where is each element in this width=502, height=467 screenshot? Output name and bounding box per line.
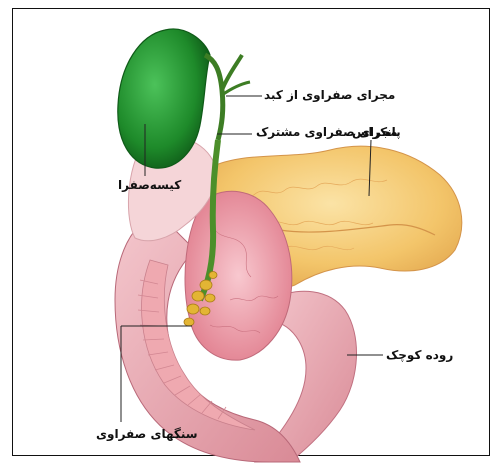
- label-small-intestine: روده کوچک: [386, 348, 453, 362]
- label-hepatic-duct: مجرای صفراوی از کبد: [264, 88, 395, 102]
- label-gallbladder: کیسه‌صفرا: [118, 178, 181, 192]
- label-pancreas: پانکراس: [352, 125, 401, 139]
- label-gallstones: سنگهای صفراوی: [96, 427, 198, 441]
